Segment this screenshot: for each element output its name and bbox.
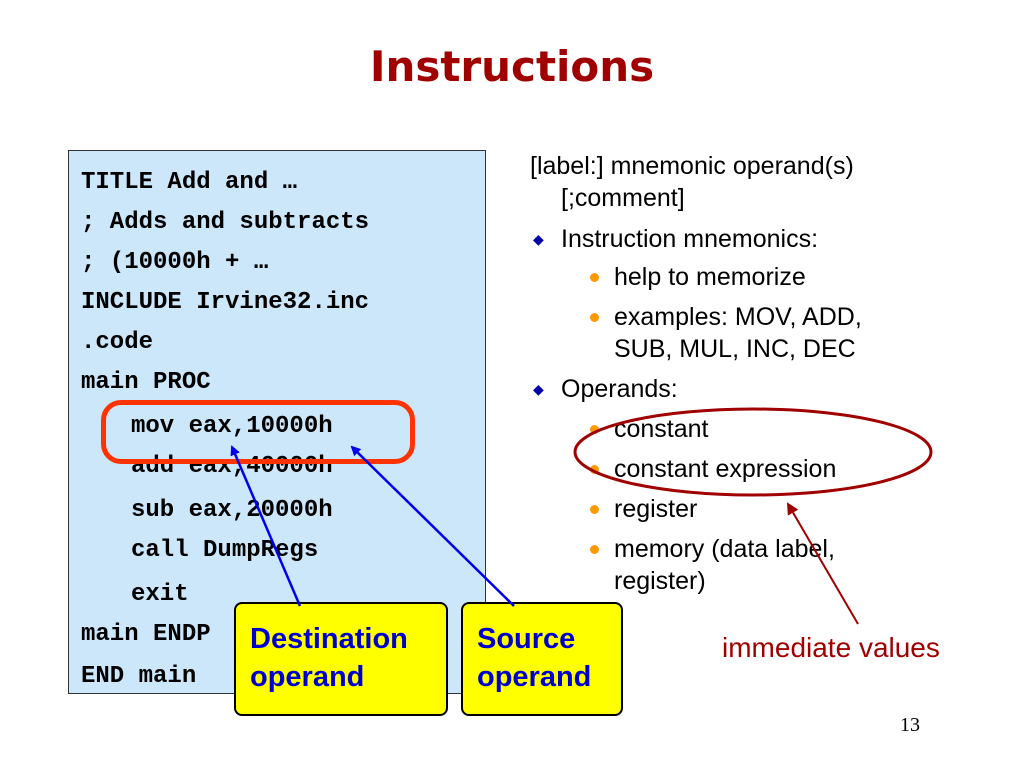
code-line: ; Adds and subtracts xyxy=(81,209,370,236)
code-line: ; (10000h + … xyxy=(81,249,269,276)
code-line: TITLE Add and … xyxy=(81,169,298,196)
callout-line: Destination xyxy=(250,623,408,655)
operand-item: memory (data label, xyxy=(614,535,835,563)
mnemonic-item: help to memorize xyxy=(614,263,806,291)
code-line: exit xyxy=(131,581,189,608)
callout-line: operand xyxy=(477,661,592,693)
syntax-line: [label:] mnemonic operand(s) xyxy=(530,152,854,180)
operands-heading: Operands: xyxy=(561,375,678,403)
code-line: .code xyxy=(81,329,154,356)
operand-item: register xyxy=(614,495,698,523)
orange-dot-bullet-icon xyxy=(590,273,599,282)
orange-dot-bullet-icon xyxy=(590,425,599,434)
callout-line: Source xyxy=(477,623,576,655)
diamond-bullet-icon: ◆ xyxy=(533,231,544,247)
code-line: END main xyxy=(81,663,197,690)
source-operand-callout: Source operand xyxy=(461,602,623,716)
code-line: main ENDP xyxy=(81,621,211,648)
destination-arrow-icon xyxy=(230,445,302,607)
code-line-mov: mov eax,10000h xyxy=(131,413,333,440)
orange-dot-bullet-icon xyxy=(590,505,599,514)
diamond-bullet-icon: ◆ xyxy=(533,381,544,397)
mnemonics-heading: Instruction mnemonics: xyxy=(561,225,819,253)
mov-highlight-ring xyxy=(101,400,415,464)
code-line: INCLUDE Irvine32.inc xyxy=(81,289,370,316)
source-arrow-icon xyxy=(350,445,515,607)
code-line: call DumpRegs xyxy=(131,537,319,564)
destination-operand-callout: Destination operand xyxy=(234,602,448,716)
orange-dot-bullet-icon xyxy=(590,465,599,474)
page-number: 13 xyxy=(900,714,920,736)
immediate-values-ellipse xyxy=(573,407,933,497)
immediate-values-arrow-icon xyxy=(786,502,859,625)
orange-dot-bullet-icon xyxy=(590,313,599,322)
mnemonic-item: SUB, MUL, INC, DEC xyxy=(614,335,856,363)
mnemonic-item: examples: MOV, ADD, xyxy=(614,303,862,331)
operand-item: constant expression xyxy=(614,455,837,483)
immediate-values-label: immediate values xyxy=(722,632,940,663)
code-listing: TITLE Add and … ; Adds and subtracts ; (… xyxy=(68,150,486,694)
slide-title: Instructions xyxy=(369,42,655,91)
syntax-line: [;comment] xyxy=(561,184,685,212)
code-line: main PROC xyxy=(81,369,211,396)
code-line: sub eax,20000h xyxy=(131,497,333,524)
code-line: add eax,40000h xyxy=(131,453,333,480)
callout-line: operand xyxy=(250,661,365,693)
operand-item: register) xyxy=(614,567,706,595)
orange-dot-bullet-icon xyxy=(590,545,599,554)
